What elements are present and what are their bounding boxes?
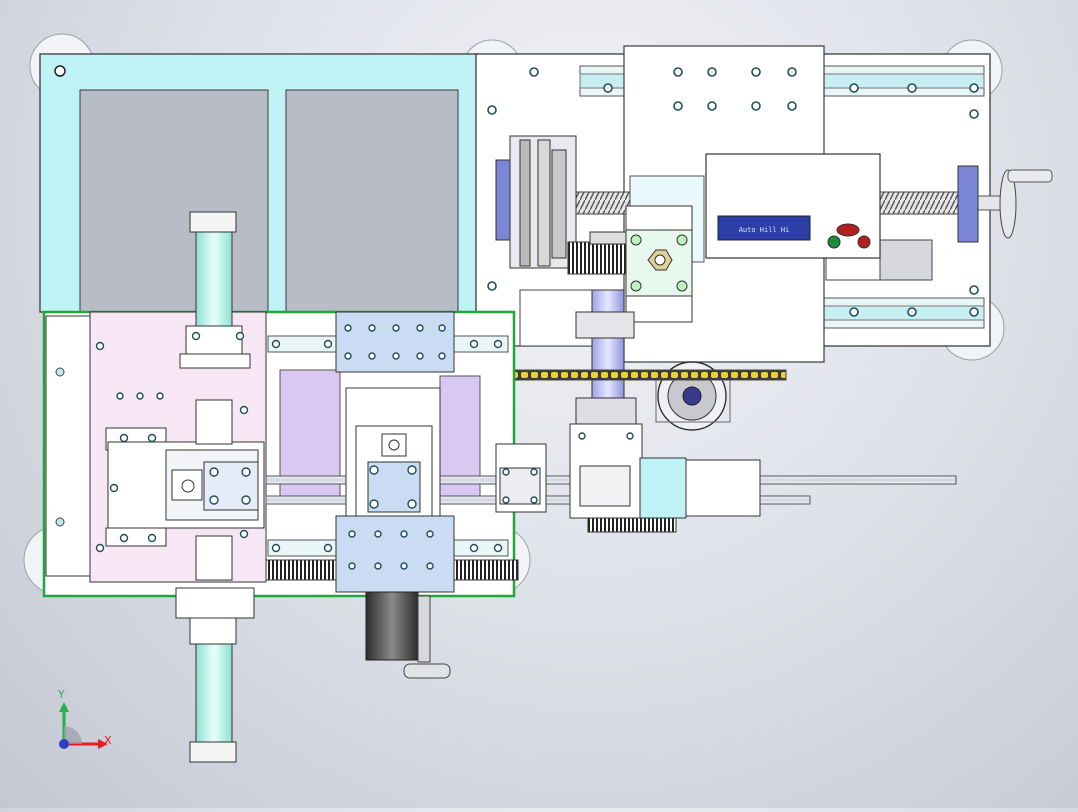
stepper-motor[interactable] [365,591,451,679]
display-readout: Auto Hill Hi [739,226,790,234]
rail-bolts [487,67,979,317]
axis-y-label: Y [57,688,65,701]
handwheel-right-icon[interactable] [999,169,1053,239]
base-frame[interactable] [39,53,479,313]
cylinder-top[interactable] [179,211,251,369]
drive-gear-shaft[interactable] [519,231,635,411]
control-display-panel[interactable]: Auto Hill Hi [705,153,881,259]
lead-screw-assembly[interactable] [495,135,1011,269]
mounting-holes [95,324,634,570]
cylinder-bottom[interactable] [175,587,255,763]
clamp-assembly[interactable] [105,399,265,581]
bearing-block[interactable] [625,205,693,323]
axis-triad: X Y [57,688,112,749]
axis-x-label: X [104,734,112,747]
right-slide-block[interactable] [495,397,761,533]
